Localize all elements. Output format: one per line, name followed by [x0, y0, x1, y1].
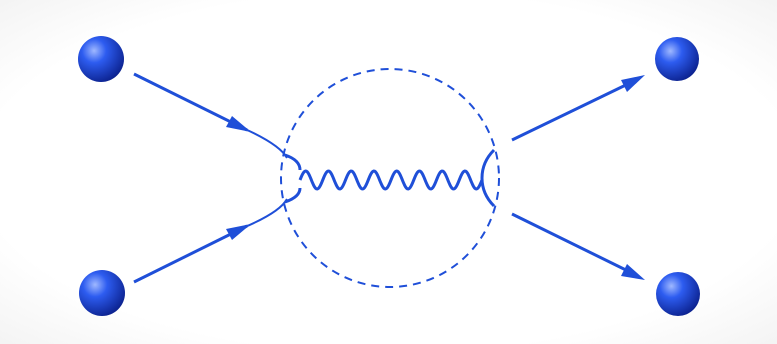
vertex-right	[480, 148, 496, 208]
vertex-left	[284, 153, 302, 204]
outgoing-particle-line-bottom	[511, 212, 645, 280]
outgoing-line-bottom-segment	[511, 212, 633, 275]
sphere-icon	[656, 272, 700, 316]
incoming-line-bottom-segment	[133, 224, 248, 284]
sphere-icon	[78, 36, 124, 82]
outgoing-line-top-segment	[511, 80, 633, 142]
sphere-icon	[655, 37, 699, 81]
sphere-icon	[79, 270, 125, 316]
incoming-line-top-segment	[133, 72, 248, 132]
arrowhead-icon	[226, 116, 251, 132]
arrowhead-icon	[621, 264, 645, 280]
arrowhead-icon	[621, 75, 645, 92]
outgoing-particle-line-top	[511, 75, 645, 142]
interaction-region-dashed-circle	[280, 68, 500, 288]
wavy-exchange-line	[298, 169, 484, 191]
arrowhead-icon	[226, 224, 251, 240]
